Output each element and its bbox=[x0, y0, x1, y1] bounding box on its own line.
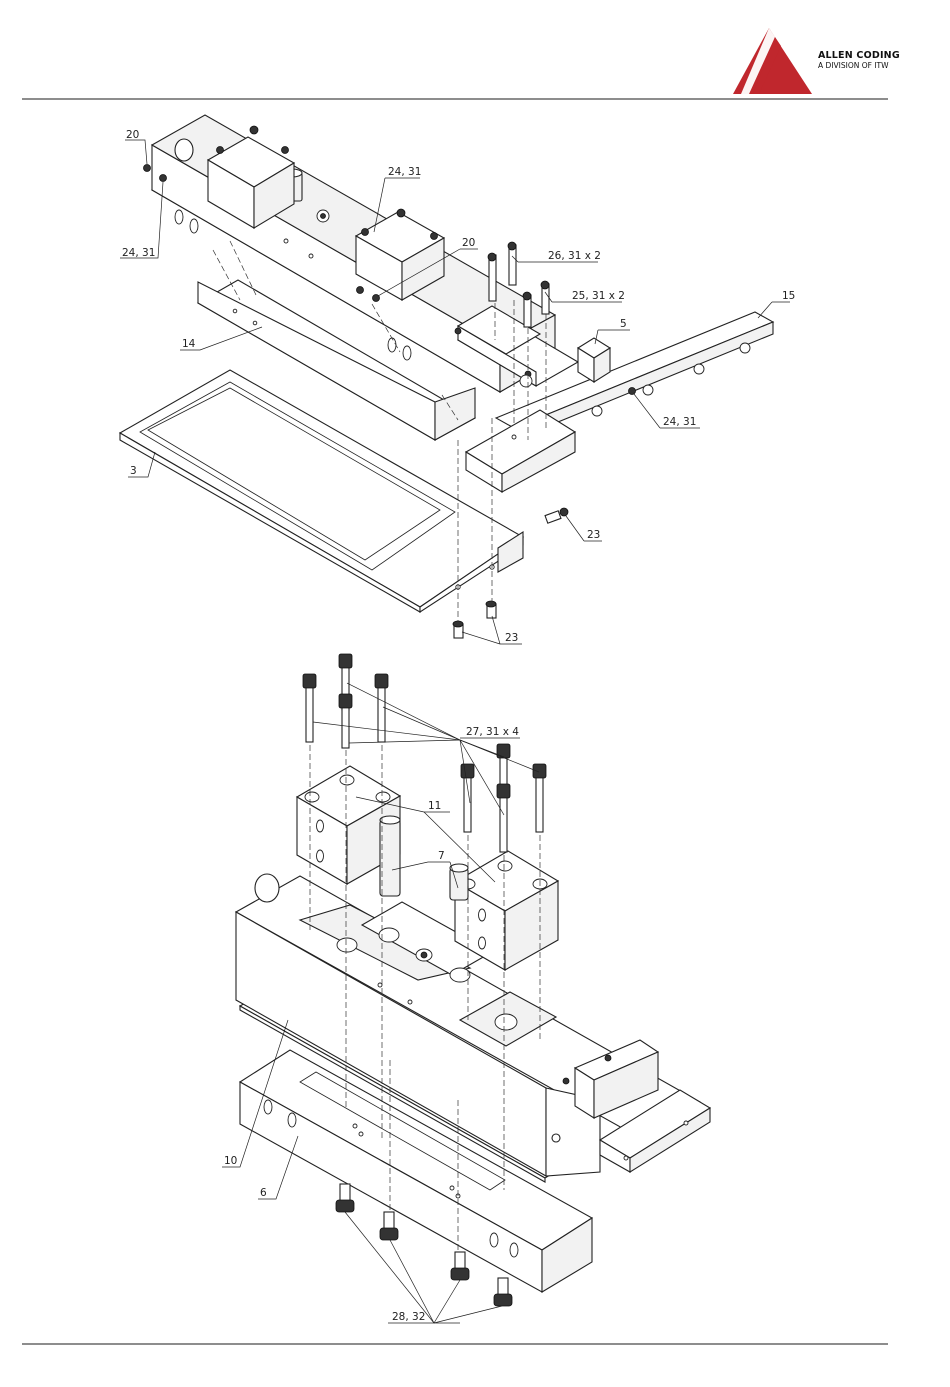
part-pins bbox=[380, 816, 468, 900]
callout-25-31: 25, 31 x 2 bbox=[572, 290, 625, 302]
footer-divider bbox=[22, 1343, 888, 1345]
callout-3: 3 bbox=[130, 465, 137, 477]
callout-7: 7 bbox=[438, 850, 445, 862]
callout-27-31: 27, 31 x 4 bbox=[466, 726, 519, 738]
callout-28-32: 28, 32 bbox=[392, 1311, 425, 1323]
callout-15: 15 bbox=[782, 290, 795, 302]
callout-24-31-left: 24, 31 bbox=[122, 247, 155, 259]
callout-20-mid: 20 bbox=[462, 237, 475, 249]
lower-assembly: 27, 31 x 4 11 7 10 6 28, 32 bbox=[222, 654, 710, 1323]
callout-24-31-mid: 24, 31 bbox=[388, 166, 421, 178]
upper-assembly: 20 24, 31 24, 31 20 26, 31 x 2 25, 31 x … bbox=[120, 115, 795, 644]
part-slider bbox=[466, 410, 575, 492]
callout-24-31-rail: 24, 31 bbox=[663, 416, 696, 428]
callout-23-right: 23 bbox=[587, 529, 600, 541]
callout-11: 11 bbox=[428, 800, 441, 812]
callout-23-bottom: 23 bbox=[505, 632, 518, 644]
callout-26-31: 26, 31 x 2 bbox=[548, 250, 601, 262]
callout-6: 6 bbox=[260, 1187, 267, 1199]
callout-14: 14 bbox=[182, 338, 196, 350]
callout-5: 5 bbox=[620, 318, 627, 330]
callout-20-top: 20 bbox=[126, 129, 139, 141]
callout-10: 10 bbox=[224, 1155, 237, 1167]
part-stop-block bbox=[578, 338, 610, 382]
